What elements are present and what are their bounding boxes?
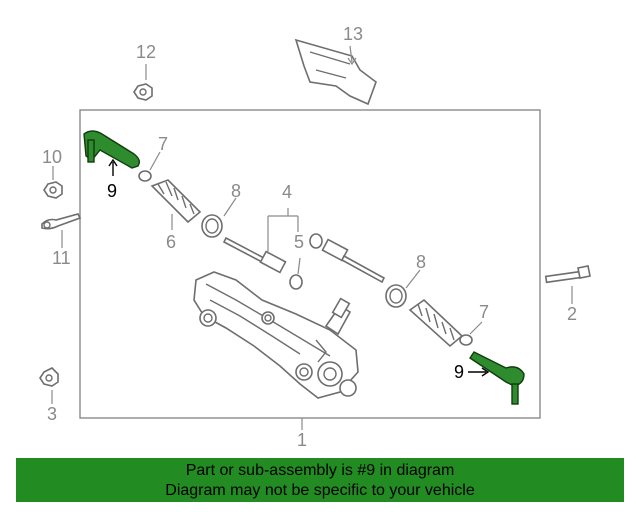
banner-line-1: Part or sub-assembly is #9 in diagram <box>185 462 455 479</box>
part-8-clamp-left <box>201 214 223 238</box>
part-4-inner-tie-rod-left <box>222 236 287 274</box>
callout-10: 10 <box>42 147 62 167</box>
part-8-clamp-right <box>385 284 407 308</box>
leader-9-right-arrow <box>481 367 490 377</box>
leader-4 <box>267 208 299 254</box>
callout-5: 5 <box>294 232 304 252</box>
leader-9-left-arrow <box>108 158 118 167</box>
callout-13: 13 <box>343 24 363 44</box>
part-12-nut <box>133 83 153 101</box>
callout-12: 12 <box>136 42 156 62</box>
callout-7-right: 7 <box>479 302 489 322</box>
part-5-washer-lower <box>289 274 303 290</box>
part-13-shield <box>294 38 377 106</box>
callout-8-left: 8 <box>231 181 241 201</box>
part-7-clip-right <box>459 334 473 346</box>
part-11-cotter-pin <box>41 213 82 230</box>
leader-13 <box>349 45 353 63</box>
callout-8-right: 8 <box>416 252 426 272</box>
part-9-tie-rod-end-left <box>83 130 141 169</box>
part-1-steering-rack <box>193 271 359 399</box>
part-2-bolt <box>544 265 591 284</box>
callout-6: 6 <box>166 232 176 252</box>
part-9-tie-rod-end-right <box>469 351 525 405</box>
callout-2: 2 <box>567 304 577 324</box>
callout-7-left: 7 <box>158 134 168 154</box>
part-5-washer-upper <box>309 233 323 249</box>
callout-9-left: 9 <box>107 181 117 201</box>
callout-11: 11 <box>52 248 71 268</box>
part-6-boot-left <box>150 179 202 224</box>
leader-5 <box>297 257 301 275</box>
leader-7-right <box>469 321 483 335</box>
leader-13-arrow <box>347 57 357 66</box>
callout-1: 1 <box>297 430 307 450</box>
part-10-nut <box>43 181 63 199</box>
leader-7-left <box>149 151 161 171</box>
leader-8-left <box>223 197 237 217</box>
leader-8-right <box>405 269 421 289</box>
callout-9-right: 9 <box>454 362 464 382</box>
callout-3: 3 <box>47 404 57 424</box>
callout-4: 4 <box>282 182 292 202</box>
part-6-boot-right <box>408 298 464 348</box>
part-7-clip-left <box>138 170 152 182</box>
part-4-inner-tie-rod-right <box>321 238 386 284</box>
assembly-frame <box>79 109 541 419</box>
part-3-nut <box>39 367 59 387</box>
info-banner: Part or sub-assembly is #9 in diagram Di… <box>16 458 624 502</box>
banner-line-2: Diagram may not be specific to your vehi… <box>165 482 475 499</box>
